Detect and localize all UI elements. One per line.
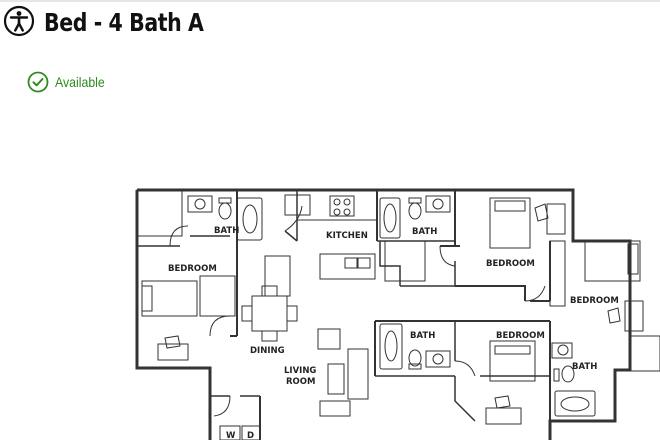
room-label-washer: W (226, 431, 236, 440)
availability-status: Available (27, 71, 112, 93)
room-label-bedroom-1: BEDROOM (168, 264, 217, 274)
top-border (0, 0, 660, 2)
room-label-dryer: D (247, 431, 254, 440)
accessibility-icon[interactable] (3, 5, 35, 37)
floor-plan: BATH KITCHEN BATH BEDROOM BEDROOM BEDROO… (130, 186, 660, 441)
room-label-bedroom-2: BEDROOM (486, 259, 535, 269)
status-label: Available (55, 74, 105, 90)
page-title: Bed - 4 Bath A (44, 8, 204, 37)
room-label-room: ROOM (286, 377, 315, 387)
room-label-bath-1: BATH (214, 226, 239, 236)
room-label-bedroom-4: BEDROOM (496, 331, 545, 341)
room-label-bedroom-3: BEDROOM (570, 296, 619, 306)
room-label-living: LIVING (284, 366, 316, 376)
room-label-bath-2: BATH (412, 227, 437, 237)
room-label-kitchen: KITCHEN (326, 231, 368, 241)
room-label-dining: DINING (250, 346, 285, 356)
check-circle-icon (27, 71, 49, 93)
room-label-bath-3: BATH (410, 331, 435, 341)
room-label-bath-4: BATH (572, 362, 597, 372)
